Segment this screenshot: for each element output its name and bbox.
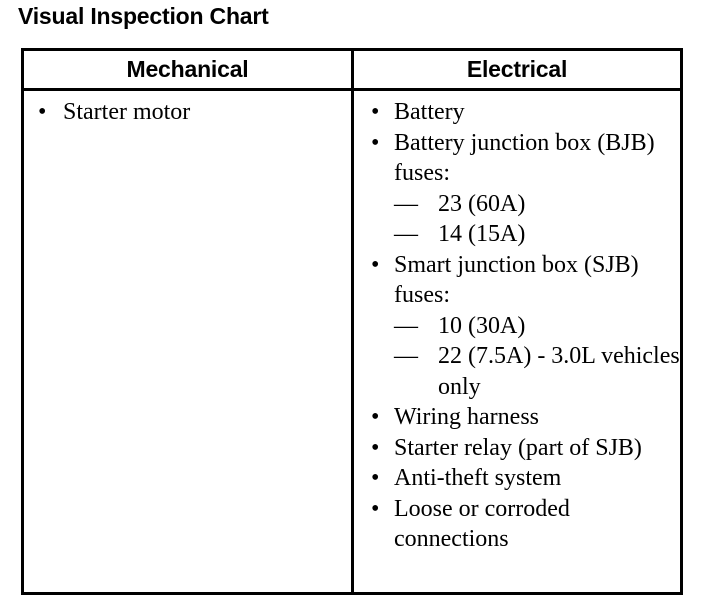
electrical-item: • Battery: [354, 97, 680, 128]
electrical-item: • Loose or corroded connections: [354, 494, 680, 555]
mechanical-item: • Starter motor: [24, 97, 351, 128]
electrical-item-label: 14 (15A): [438, 221, 526, 247]
electrical-item-label: Smart junction box (SJB) fuses:: [394, 251, 639, 309]
table-body-row: • Starter motor • Battery • Battery junction…: [24, 91, 680, 592]
bullet-icon: •: [371, 129, 380, 156]
mechanical-item-label: Starter motor: [63, 99, 191, 125]
visual-inspection-table: Mechanical Electrical • Starter motor • Ba…: [21, 48, 683, 595]
em-dash-icon: —: [394, 221, 418, 247]
electrical-item: — 10 (30A): [354, 311, 680, 342]
electrical-item-label: Wiring harness: [394, 404, 539, 430]
electrical-item: • Starter relay (part of SJB): [354, 433, 680, 464]
column-divider: [351, 51, 354, 592]
bullet-icon: •: [38, 99, 47, 125]
bullet-icon: •: [371, 465, 380, 491]
column-header-mechanical: Mechanical: [126, 56, 249, 82]
bullet-icon: •: [371, 99, 380, 125]
em-dash-icon: —: [394, 343, 418, 369]
electrical-item-label: Starter relay (part of SJB): [394, 434, 642, 461]
electrical-item-label: Battery: [394, 99, 465, 125]
electrical-item-list: • Battery • Battery junction box (BJB) fuse…: [354, 97, 680, 555]
electrical-item-label: 10 (30A): [438, 312, 526, 339]
electrical-item: — 14 (15A): [354, 219, 680, 250]
electrical-item: • Battery junction box (BJB) fuses:: [354, 128, 680, 189]
cell-electrical: • Battery • Battery junction box (BJB) fuse…: [354, 91, 680, 592]
em-dash-icon: —: [394, 190, 418, 217]
electrical-item: • Anti-theft system: [354, 463, 680, 494]
bullet-icon: •: [371, 404, 380, 430]
bullet-icon: •: [371, 495, 380, 522]
bullet-icon: •: [371, 251, 380, 278]
electrical-item-label: 22 (7.5A) - 3.0L vehicles only: [438, 343, 680, 400]
electrical-item-label: Anti-theft system: [394, 465, 562, 491]
electrical-item-label: 23 (60A): [438, 190, 526, 217]
electrical-item: — 23 (60A): [354, 189, 680, 220]
page-title: Visual Inspection Chart: [18, 3, 269, 29]
cell-mechanical: • Starter motor: [24, 91, 351, 592]
em-dash-icon: —: [394, 312, 418, 339]
bullet-icon: •: [371, 434, 380, 461]
mechanical-item-list: • Starter motor: [24, 97, 351, 128]
column-header-electrical: Electrical: [466, 56, 568, 82]
electrical-item-label: Battery junction box (BJB) fuses:: [394, 129, 655, 187]
electrical-item: • Wiring harness: [354, 402, 680, 433]
electrical-item: — 22 (7.5A) - 3.0L vehicles only: [354, 341, 680, 402]
electrical-item: • Smart junction box (SJB) fuses:: [354, 250, 680, 311]
electrical-item-label: Loose or corroded connections: [394, 495, 570, 553]
